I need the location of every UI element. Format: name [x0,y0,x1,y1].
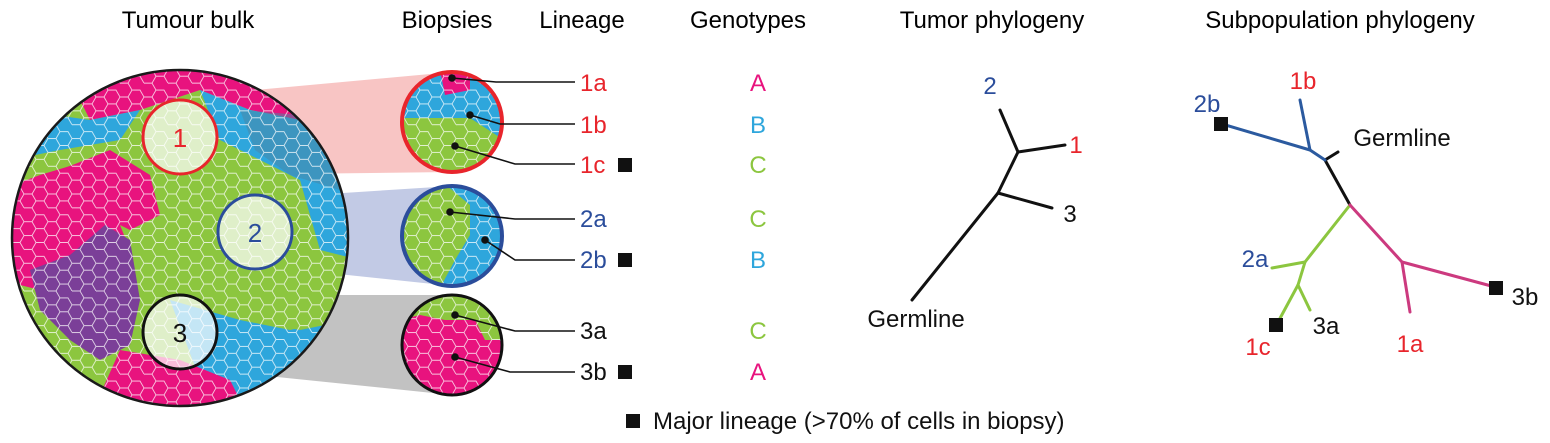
biopsy-3-outline [400,293,504,397]
subpop-label-1b: 1b [1290,68,1317,95]
subpop-label-2a: 2a [1242,246,1269,273]
biopsy-site-3 [141,293,219,371]
biopsy-site-1 [141,98,219,176]
tumor-phylogeny-tree [910,108,1067,302]
tumor-phylo-label-3: 3 [1063,201,1076,228]
subpopulation-phylogeny-markers [1214,117,1503,332]
subpopulation-phylogeny-labels: 2b 1b Germline 2a 3b 1c 3a 1a [1194,68,1539,361]
header-genotypes: Genotypes [690,7,806,34]
leader-lines [446,74,575,373]
subpop-label-3b: 3b [1512,284,1539,311]
major-lineage-marker-2b-tree [1214,117,1228,131]
major-lineage-marker-3b-tree [1489,281,1503,295]
tumor-phylogeny-labels: 2 1 3 Germline [867,73,1082,333]
header-tumor-phylogeny: Tumor phylogeny [900,7,1085,34]
tumor-phylo-label-germline: Germline [867,306,964,333]
lineage-1c: 1c [580,152,605,179]
major-lineage-marker-2b [618,253,632,267]
biopsy-site-2-label: 2 [248,218,262,248]
subpop-label-1c: 1c [1245,334,1270,361]
legend-text: Major lineage (>70% of cells in biopsy) [653,408,1065,435]
major-lineage-marker-1c [618,158,632,172]
header-tumour-bulk: Tumour bulk [122,7,255,34]
genotype-3b: A [750,359,766,386]
lineage-3b: 3b [580,359,607,386]
subpop-label-2b: 2b [1194,91,1221,118]
tumour-bulk-outline [10,68,350,408]
biopsy-2 [400,184,504,288]
header-subpopulation-phylogeny: Subpopulation phylogeny [1205,7,1475,34]
header-lineage: Lineage [539,7,624,34]
lineage-1a: 1a [580,70,607,97]
legend: Major lineage (>70% of cells in biopsy) [626,408,1065,435]
subpop-label-3a: 3a [1313,313,1340,340]
genotype-column: A B C C B C A [749,70,766,386]
subpop-label-1a: 1a [1397,331,1424,358]
genotype-2b: B [750,247,766,274]
biopsy-2-outline [400,184,504,288]
genotype-1a: A [750,70,766,97]
biopsy-1 [400,70,504,174]
tumor-phylo-label-1: 1 [1069,132,1082,159]
biopsy-3 [400,293,504,397]
lineage-2a: 2a [580,206,607,233]
lineage-3a: 3a [580,318,607,345]
biopsy-site-1-label: 1 [173,123,187,153]
major-lineage-marker-1c-tree [1269,318,1283,332]
major-lineage-marker-3b [618,365,632,379]
biopsy-site-3-label: 3 [173,318,187,348]
subpopulation-phylogeny-tree [1220,98,1497,324]
biopsy-sites: 1 2 3 [141,98,294,371]
lineage-1b: 1b [580,112,607,139]
lineage-2b: 2b [580,247,607,274]
genotype-2a: C [749,206,766,233]
biopsy-1-outline [400,70,504,174]
column-headers: Tumour bulk Biopsies Lineage Genotypes T… [122,7,1475,34]
genotype-3a: C [749,318,766,345]
genotype-1c: C [749,152,766,179]
legend-marker [626,414,640,428]
lineage-column: 1a 1b 1c 2a 2b 3a 3b [580,70,632,386]
subpop-label-germline: Germline [1353,125,1450,152]
header-biopsies: Biopsies [402,7,493,34]
tumor-phylo-label-2: 2 [983,73,996,100]
biopsy-site-2 [216,193,294,271]
genotype-1b: B [750,112,766,139]
